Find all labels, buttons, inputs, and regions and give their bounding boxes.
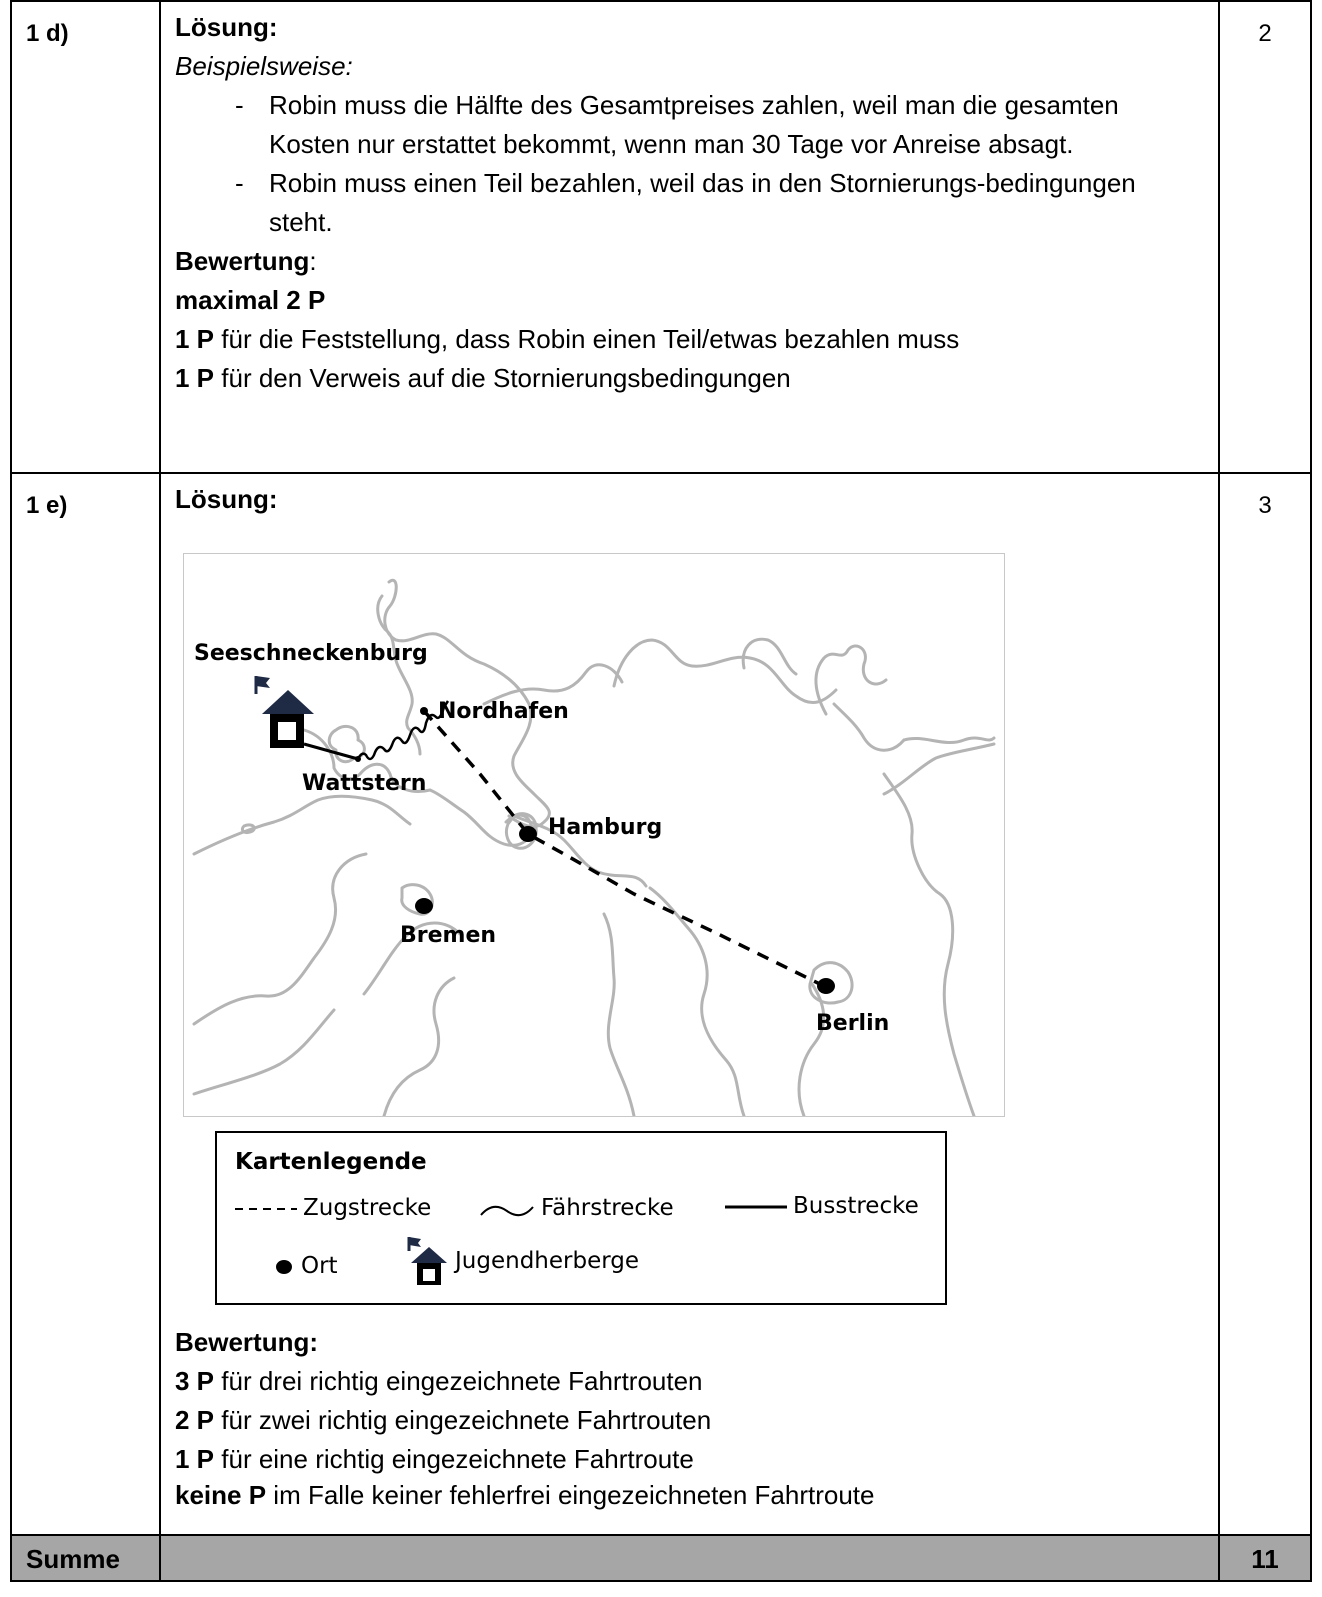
legend-item-herberge: Jugendherberge bbox=[405, 1235, 639, 1287]
row-1e: 1 e) Lösung: bbox=[10, 472, 1312, 1536]
answer-list: Robin muss die Hälfte des Gesamtpreises … bbox=[175, 86, 1204, 242]
map-outlines bbox=[192, 578, 996, 1116]
summary-row: Summe 11 bbox=[10, 1534, 1312, 1582]
example-label: Beispielsweise: bbox=[175, 51, 353, 81]
label-wattstern: Wattstern bbox=[302, 771, 426, 796]
legend-label: Jugendherberge bbox=[455, 1247, 640, 1274]
criterion: 1 P für die Feststellung, dass Robin ein… bbox=[175, 320, 1204, 359]
place-dot-wattstern bbox=[355, 756, 361, 762]
bus-route bbox=[303, 742, 359, 761]
row-1e-content: Lösung: bbox=[161, 474, 1218, 1511]
list-item: Robin muss die Hälfte des Gesamtpreises … bbox=[235, 86, 1204, 164]
task-points: 2 bbox=[1258, 20, 1272, 47]
row-1d-content: Lösung: Beispielsweise: Robin muss die H… bbox=[161, 2, 1218, 398]
criterion-text: für zwei richtig eingezeichnete Fahrtrou… bbox=[214, 1405, 712, 1435]
place-dot-bremen bbox=[415, 898, 433, 914]
place-dot-berlin bbox=[817, 978, 835, 994]
solid-line-icon bbox=[725, 1205, 787, 1208]
dot-icon bbox=[276, 1259, 292, 1274]
criterion-points: keine P bbox=[175, 1480, 267, 1510]
criterion-points: 3 P bbox=[175, 1366, 215, 1396]
criterion: 3 P für drei richtig eingezeichnete Fahr… bbox=[175, 1362, 1204, 1401]
criterion: 1 P für den Verweis auf die Stornierungs… bbox=[175, 359, 1204, 398]
legend-title: Kartenlegende bbox=[235, 1149, 427, 1175]
criterion-points: 1 P bbox=[175, 324, 215, 354]
row-1d: 1 d) Lösung: Beispielsweise: Robin muss … bbox=[10, 0, 1312, 474]
route-map: Seeschneckenburg Nordhafen Wattstern Ham… bbox=[183, 553, 1005, 1117]
summary-empty bbox=[159, 1534, 1220, 1582]
loesung-heading: Lösung: bbox=[175, 484, 278, 514]
legend-item-ort: Ort bbox=[273, 1247, 338, 1286]
map-legend: Kartenlegende Zugstrecke Fährstrecke Bus… bbox=[215, 1131, 947, 1305]
label-nordhafen: Nordhafen bbox=[438, 699, 569, 724]
criterion-points: 1 P bbox=[175, 1444, 215, 1474]
train-route bbox=[422, 709, 825, 988]
criterion-points: 1 P bbox=[175, 363, 215, 393]
label-berlin: Berlin bbox=[816, 1011, 889, 1036]
bewertung-label: Bewertung bbox=[175, 246, 310, 276]
criterion: keine P im Falle keiner fehlerfrei einge… bbox=[175, 1479, 1204, 1511]
solution-table: 1 d) Lösung: Beispielsweise: Robin muss … bbox=[10, 0, 1312, 1582]
wave-line-icon bbox=[480, 1205, 534, 1216]
task-id: 1 d) bbox=[26, 20, 69, 47]
summary-label: Summe bbox=[26, 1544, 120, 1574]
legend-item-train: Zugstrecke bbox=[235, 1189, 431, 1228]
list-item: Robin muss einen Teil bezahlen, weil das… bbox=[235, 164, 1204, 242]
criterion-text: für den Verweis auf die Stornierungsbedi… bbox=[214, 363, 791, 393]
bewertung-colon: : bbox=[309, 246, 317, 276]
hostel-icon bbox=[254, 676, 314, 748]
ferry-route bbox=[356, 700, 450, 761]
map-svg: Seeschneckenburg Nordhafen Wattstern Ham… bbox=[192, 578, 996, 1116]
place-dot-hamburg bbox=[519, 826, 537, 842]
criterion-points: 2 P bbox=[175, 1405, 215, 1435]
criterion-text: für drei richtig eingezeichnete Fahrtrou… bbox=[214, 1366, 703, 1396]
hostel-icon bbox=[407, 1237, 447, 1285]
dashed-line-icon bbox=[235, 1207, 297, 1210]
criterion-text: für die Feststellung, dass Robin einen T… bbox=[214, 324, 960, 354]
place-dot-nordhafen bbox=[420, 707, 428, 715]
label-bremen: Bremen bbox=[400, 923, 496, 948]
bewertung-heading: Bewertung: bbox=[175, 242, 1204, 281]
max-points: maximal 2 P bbox=[175, 285, 326, 315]
criterion-text: für eine richtig eingezeichnete Fahrtrou… bbox=[214, 1444, 694, 1474]
criterion: 2 P für zwei richtig eingezeichnete Fahr… bbox=[175, 1401, 1204, 1440]
loesung-heading: Lösung: bbox=[175, 12, 278, 42]
criterion: 1 P für eine richtig eingezeichnete Fahr… bbox=[175, 1440, 1204, 1479]
legend-item-bus: Busstrecke bbox=[725, 1187, 919, 1226]
label-seeschneckenburg: Seeschneckenburg bbox=[194, 641, 428, 666]
label-hamburg: Hamburg bbox=[548, 815, 662, 840]
bewertung-heading: Bewertung: bbox=[175, 1327, 318, 1357]
task-points: 3 bbox=[1258, 492, 1272, 519]
legend-label: Ort bbox=[301, 1253, 338, 1279]
legend-label: Fährstrecke bbox=[541, 1195, 674, 1221]
task-id: 1 e) bbox=[26, 492, 68, 519]
legend-item-ferry: Fährstrecke bbox=[479, 1189, 674, 1228]
criterion-text: im Falle keiner fehlerfrei eingezeichnet… bbox=[266, 1480, 875, 1510]
bewertung-block: Bewertung: 3 P für drei richtig eingezei… bbox=[175, 1323, 1204, 1511]
legend-label: Busstrecke bbox=[793, 1193, 919, 1219]
summary-total: 11 bbox=[1251, 1544, 1279, 1574]
legend-label: Zugstrecke bbox=[303, 1195, 432, 1221]
